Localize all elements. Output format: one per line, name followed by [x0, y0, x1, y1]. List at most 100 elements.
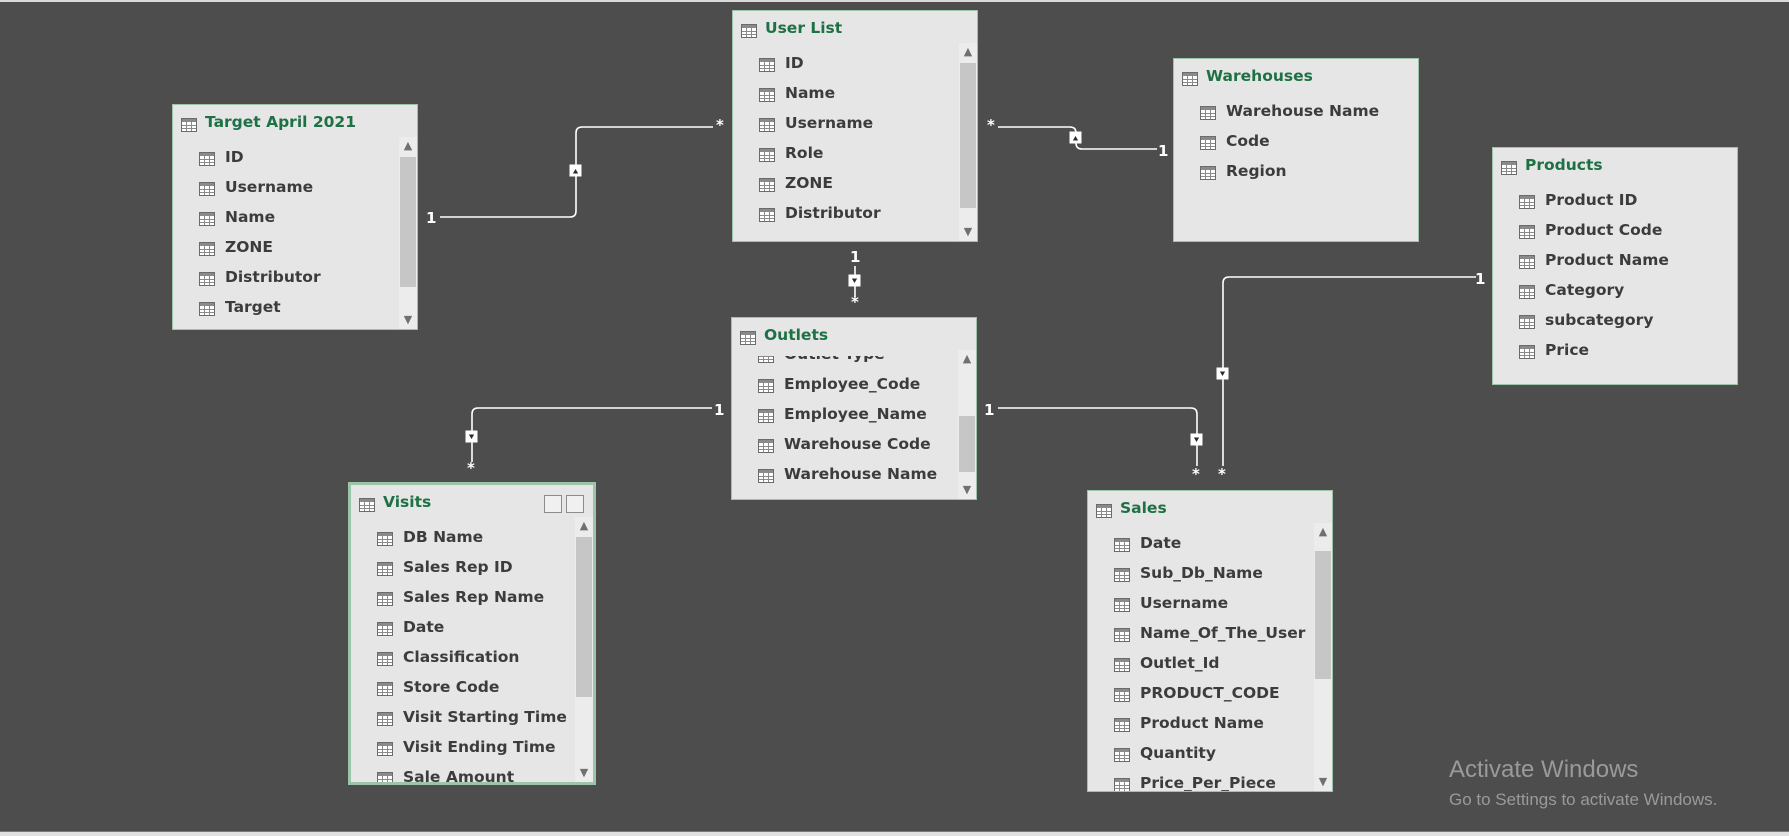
- field-row[interactable]: Region: [1174, 157, 1400, 187]
- table-header[interactable]: Products: [1493, 148, 1737, 186]
- field-row[interactable]: Store Code: [351, 673, 575, 703]
- table-header[interactable]: Target April 2021: [173, 105, 417, 143]
- field-row[interactable]: ID: [173, 143, 399, 173]
- field-row[interactable]: Visit Ending Time: [351, 733, 575, 763]
- field-row[interactable]: Outlet Type: [732, 356, 958, 370]
- field-icon: [1114, 747, 1130, 766]
- scroll-thumb[interactable]: [576, 537, 592, 697]
- field-row[interactable]: PRODUCT_CODE: [1088, 679, 1314, 709]
- table-header[interactable]: Warehouses: [1174, 59, 1418, 97]
- vertical-scrollbar[interactable]: ▲▼: [959, 43, 977, 241]
- field-row[interactable]: Sale Amount: [351, 763, 575, 782]
- expand-icon[interactable]: [544, 495, 562, 513]
- field-row[interactable]: Category: [1493, 276, 1719, 306]
- vertical-scrollbar[interactable]: ▲▼: [958, 350, 976, 499]
- vertical-scrollbar[interactable]: ▲▼: [1314, 523, 1332, 791]
- field-row[interactable]: ZONE: [173, 233, 399, 263]
- field-icon: [199, 301, 215, 320]
- field-row[interactable]: Quantity: [1088, 739, 1314, 769]
- field-row[interactable]: Username: [1088, 589, 1314, 619]
- table-header[interactable]: Sales: [1088, 491, 1332, 529]
- field-icon: [1519, 254, 1535, 273]
- field-row[interactable]: Code: [1174, 127, 1400, 157]
- field-row[interactable]: Warehouse Code: [732, 430, 958, 460]
- scroll-down-icon[interactable]: ▼: [1318, 775, 1328, 788]
- scroll-up-icon[interactable]: ▲: [963, 45, 973, 58]
- field-row[interactable]: Warehouse Name: [732, 460, 958, 490]
- field-row[interactable]: Product Name: [1493, 246, 1719, 276]
- table-header[interactable]: User List: [733, 11, 977, 49]
- scroll-up-icon[interactable]: ▲: [1318, 525, 1328, 538]
- field-name: Sale Amount: [403, 768, 515, 782]
- field-row[interactable]: Target: [173, 293, 399, 323]
- vertical-scrollbar[interactable]: ▲▼: [575, 517, 593, 782]
- field-row[interactable]: ZONE: [733, 169, 959, 199]
- field-row[interactable]: Sales Rep ID: [351, 553, 575, 583]
- field-row[interactable]: Visit Starting Time: [351, 703, 575, 733]
- field-row[interactable]: Username: [173, 173, 399, 203]
- field-row[interactable]: Product Name: [1088, 709, 1314, 739]
- field-name: Classification: [403, 648, 520, 666]
- field-row[interactable]: Name_Of_The_User: [1088, 619, 1314, 649]
- field-icon: [1114, 567, 1130, 586]
- field-row[interactable]: Product Code: [1493, 216, 1719, 246]
- field-name: DB Name: [403, 528, 484, 546]
- link-target-userlist: [440, 126, 713, 218]
- scroll-thumb[interactable]: [960, 63, 976, 208]
- field-row[interactable]: Outlet_Id: [1088, 649, 1314, 679]
- scroll-down-icon[interactable]: ▼: [579, 766, 589, 779]
- field-row[interactable]: Name: [173, 203, 399, 233]
- field-row[interactable]: Date: [1088, 529, 1314, 559]
- field-row[interactable]: Role: [733, 139, 959, 169]
- field-row[interactable]: Price_Per_Piece: [1088, 769, 1314, 791]
- field-icon: [377, 741, 393, 760]
- field-icon: [759, 87, 775, 106]
- field-row[interactable]: DB Name: [351, 523, 575, 553]
- table-outlets[interactable]: Outlets Outlet TypeEmployee_CodeEmployee…: [731, 317, 977, 500]
- field-name: Warehouse Name: [1226, 102, 1380, 120]
- field-row[interactable]: Warehouse Name: [1174, 97, 1400, 127]
- field-name: subcategory: [1545, 311, 1654, 329]
- field-row[interactable]: Employee_Code: [732, 370, 958, 400]
- field-row[interactable]: Sub_Db_Name: [1088, 559, 1314, 589]
- scroll-up-icon[interactable]: ▲: [962, 352, 972, 365]
- collapse-icon[interactable]: [566, 495, 584, 513]
- field-name: Role: [785, 144, 824, 162]
- field-row[interactable]: ID: [733, 49, 959, 79]
- scroll-up-icon[interactable]: ▲: [579, 519, 589, 532]
- scroll-down-icon[interactable]: ▼: [963, 225, 973, 238]
- scroll-down-icon[interactable]: ▼: [962, 483, 972, 496]
- field-row[interactable]: Date: [351, 613, 575, 643]
- scroll-thumb[interactable]: [959, 416, 975, 472]
- field-row[interactable]: Product ID: [1493, 186, 1719, 216]
- card-sales-many-2: *: [1218, 465, 1226, 483]
- field-name: Name_Of_The_User: [1140, 624, 1306, 642]
- field-row[interactable]: Distributor: [733, 199, 959, 229]
- scroll-down-icon[interactable]: ▼: [403, 313, 413, 326]
- vertical-scrollbar[interactable]: ▲▼: [399, 137, 417, 329]
- field-name: Employee_Name: [784, 405, 927, 423]
- field-row[interactable]: Distributor: [173, 263, 399, 293]
- field-row[interactable]: subcategory: [1493, 306, 1719, 336]
- field-row[interactable]: Price: [1493, 336, 1719, 366]
- field-row[interactable]: Classification: [351, 643, 575, 673]
- field-row[interactable]: Username: [733, 109, 959, 139]
- scroll-thumb[interactable]: [400, 157, 416, 287]
- scroll-up-icon[interactable]: ▲: [403, 139, 413, 152]
- scroll-thumb[interactable]: [1315, 551, 1331, 679]
- field-name: Category: [1545, 281, 1625, 299]
- table-header[interactable]: Outlets: [732, 318, 976, 356]
- field-row[interactable]: Sales Rep Name: [351, 583, 575, 613]
- field-icon: [1114, 777, 1130, 791]
- table-header[interactable]: Visits: [351, 485, 593, 523]
- field-name: ZONE: [225, 238, 273, 256]
- field-row[interactable]: Name: [733, 79, 959, 109]
- field-row[interactable]: Employee_Name: [732, 400, 958, 430]
